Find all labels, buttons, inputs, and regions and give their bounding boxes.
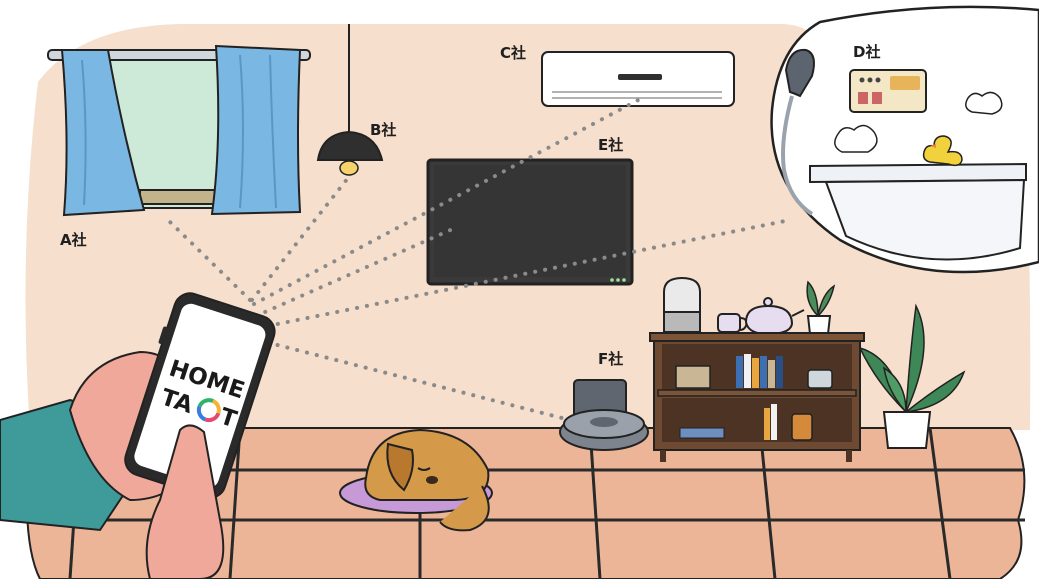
hand-holding-phone: HOME TA T (0, 288, 278, 579)
wall-tv (426, 158, 634, 286)
brand-label-a: A社 (60, 231, 87, 249)
air-conditioner (541, 51, 735, 107)
bathroom-inset (770, 5, 1039, 274)
brand-label-d: D社 (853, 43, 880, 61)
pendant-lamp (316, 24, 384, 176)
brand-label-c: C社 (500, 44, 526, 62)
smart-speaker (663, 276, 701, 333)
bookshelf (649, 332, 865, 462)
brand-label-e: E社 (598, 136, 623, 154)
potted-plant-large (858, 303, 966, 449)
potted-plant-small (806, 280, 836, 335)
smartphone[interactable]: HOME TA T (117, 288, 278, 502)
sleeping-dog (339, 428, 493, 532)
brand-label-f: F社 (598, 350, 623, 368)
robot-vacuum (559, 379, 649, 451)
brand-label-b: B社 (370, 121, 396, 139)
multicolor-o-ring-icon (196, 398, 221, 423)
window-with-curtains (47, 44, 311, 217)
signal-lines (168, 96, 792, 420)
